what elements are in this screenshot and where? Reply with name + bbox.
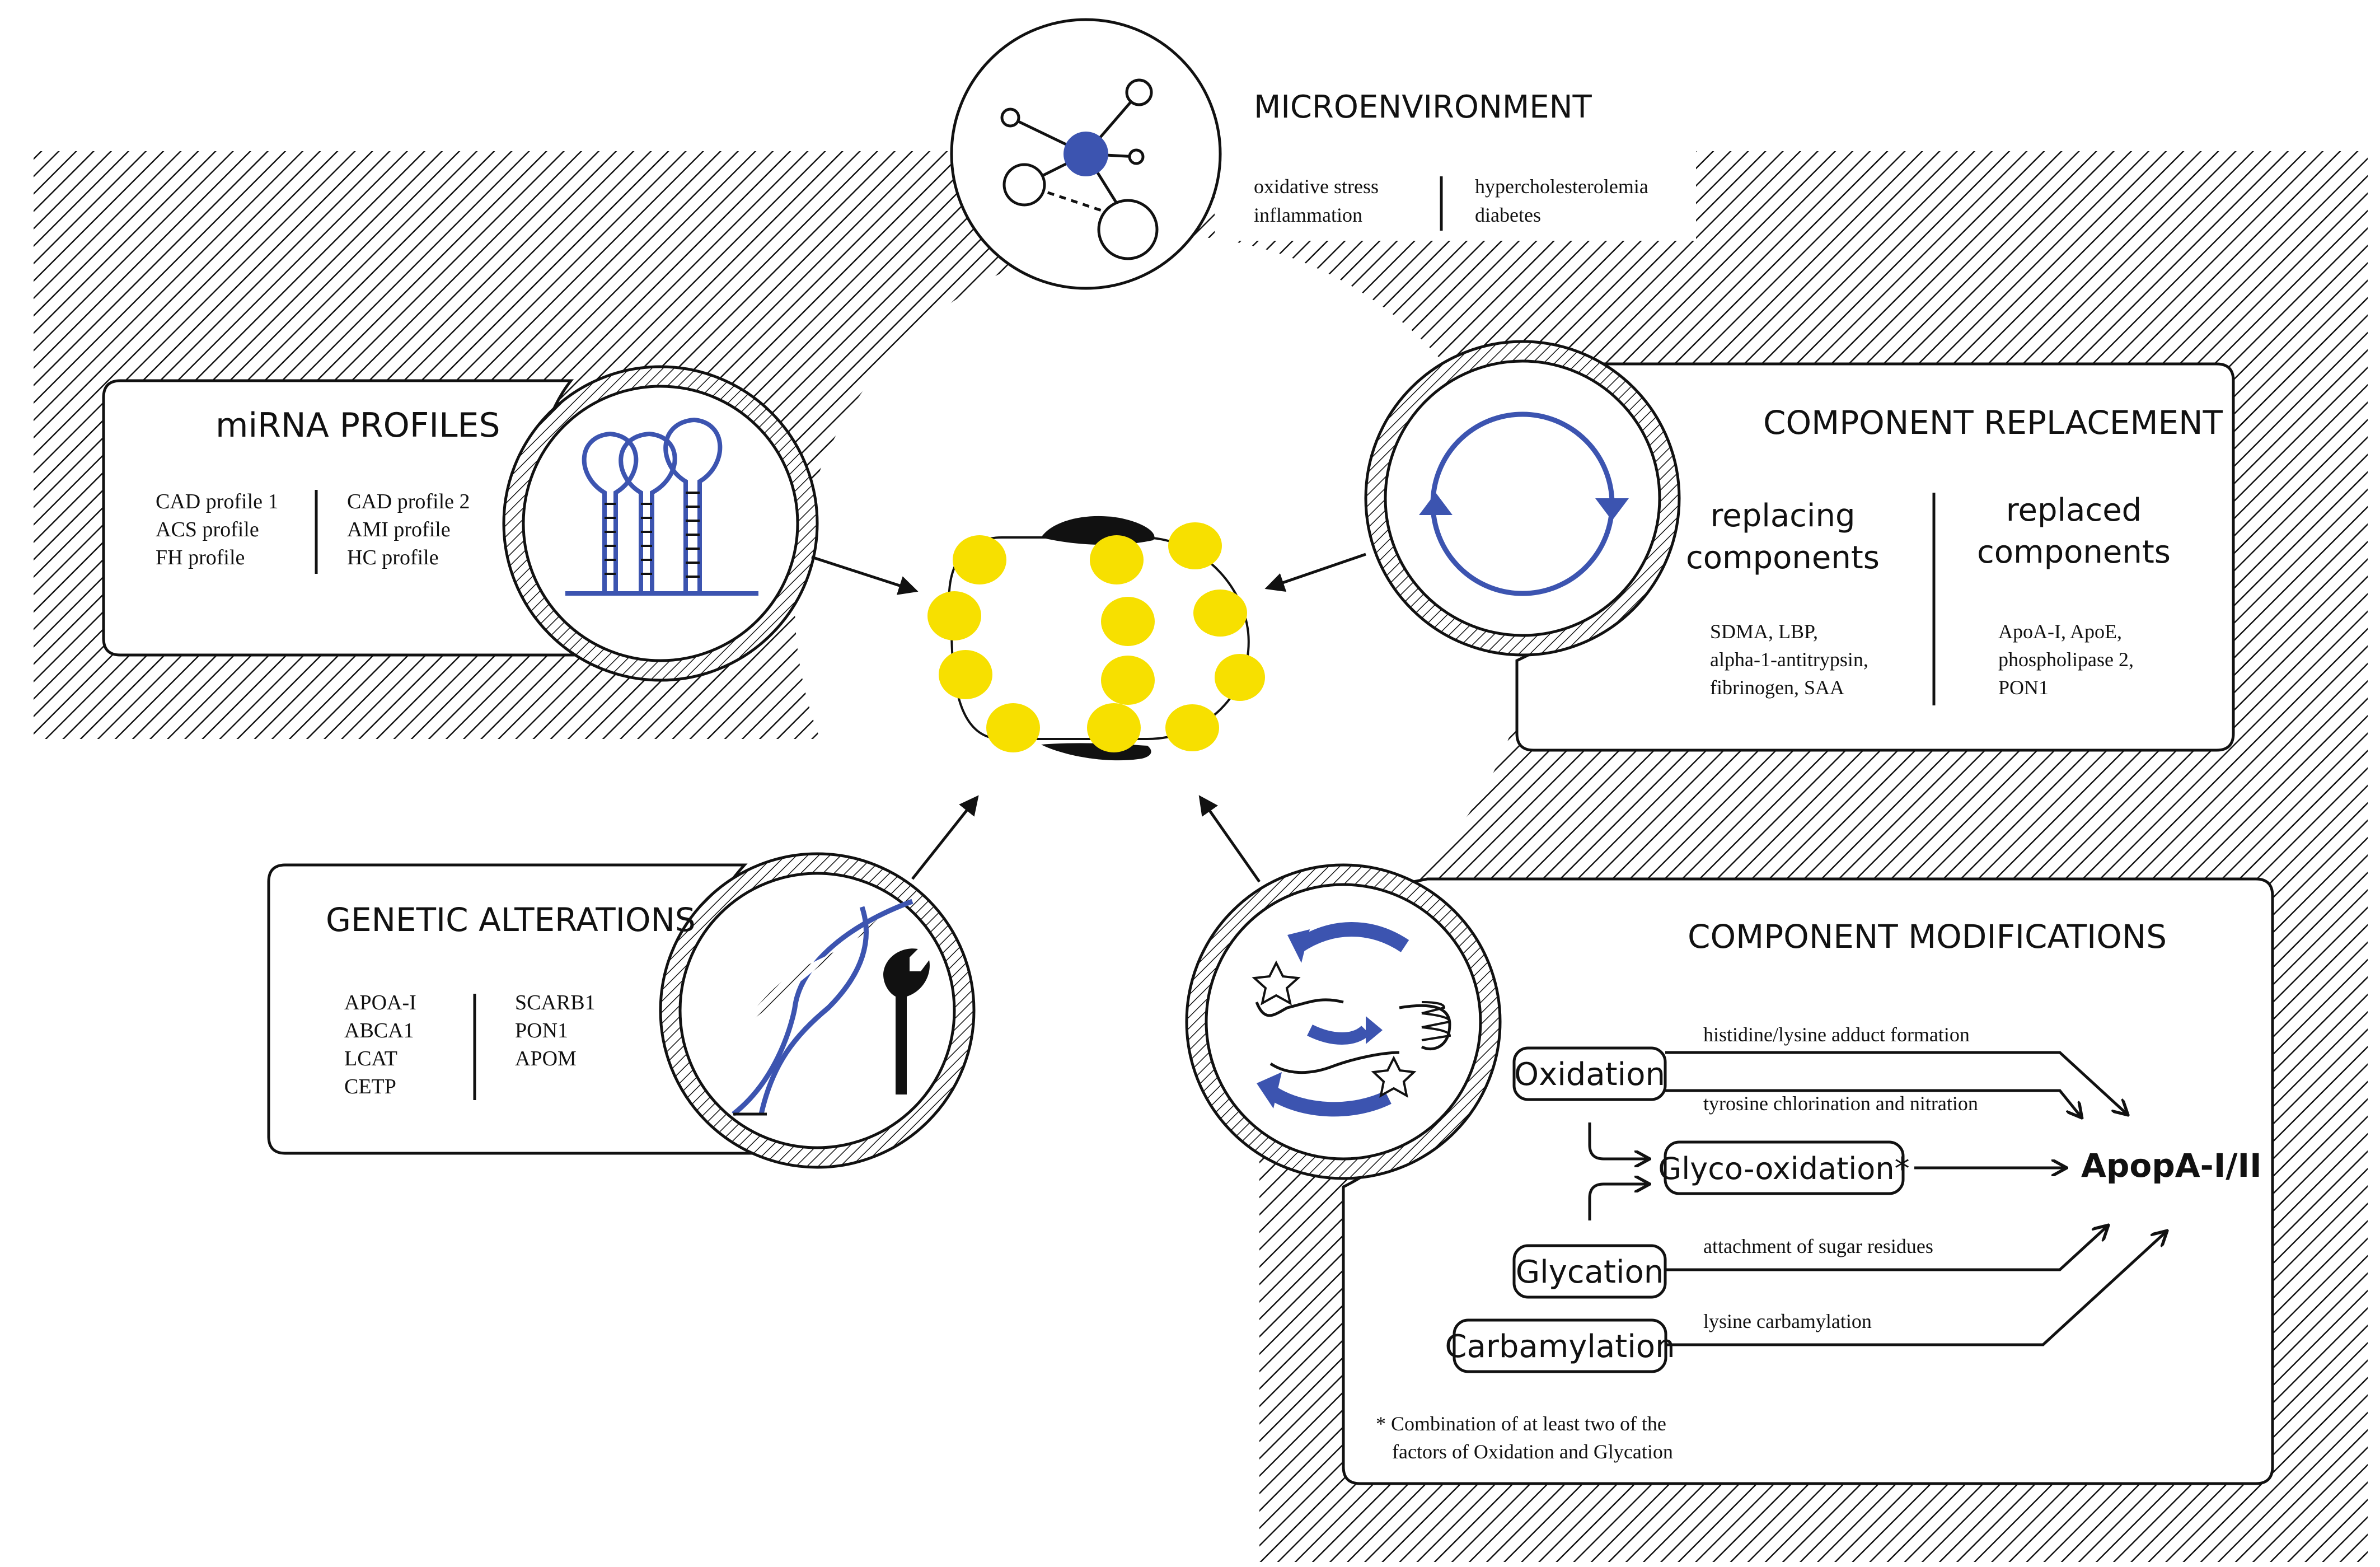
replaced-item-1: ApoA-I, ApoE, [1998,620,2122,643]
network-icon [1000,78,1159,260]
path-sugar: attachment of sugar residues [1703,1235,1933,1257]
genetic-col2-3: APOM [515,1047,577,1070]
modifications-panel: COMPONENT MODIFICATIONS Oxidation Glyco-… [1185,863,2274,1485]
replaced-item-2: phospholipase 2, [1998,648,2134,671]
micro-col1-2: inflammation [1254,204,1362,226]
oxidation-box [1512,1046,1667,1101]
replaced-item-3: PON1 [1998,676,2049,699]
genetic-col1-4: CETP [344,1075,396,1098]
genetic-title: GENETIC ALTERATIONS [326,901,696,939]
footnote-line-1: * Combination of at least two of the [1376,1412,1666,1435]
hairpin-stem-lines [605,492,700,578]
footnote-line-2: factors of Oxidation and Glycation [1392,1440,1673,1463]
mirna-col1-2: ACS profile [156,518,259,541]
genetic-col1-1: APOA-I [344,991,416,1014]
mirna-col2-2: AMI profile [347,518,451,541]
microenvironment-title: MICROENVIRONMENT [1254,89,1592,125]
hdl-particle [927,516,1265,761]
micro-col2-2: diabetes [1475,204,1541,226]
replacing-heading-1: replacing [1710,498,1855,534]
genetic-col1-3: LCAT [344,1047,397,1070]
modification-arrows [1588,1051,2166,1346]
glycation-box [1512,1244,1667,1299]
replaced-heading-1: replaced [2006,492,2142,528]
microenvironment-panel: MICROENVIRONMENT oxidative stress inflam… [950,18,1696,290]
modification-cycle-icon [1252,922,1451,1117]
replacing-item-1: SDMA, LBP, [1710,620,1818,643]
path-lysine: lysine carbamylation [1703,1310,1872,1332]
modifications-title: COMPONENT MODIFICATIONS [1688,918,2167,956]
mirna-col1-1: CAD profile 1 [156,490,279,513]
glyco-oxidation-label: Glyco-oxidation* [1658,1151,1909,1186]
oxidation-label: Oxidation [1514,1056,1665,1093]
mirna-col2-1: CAD profile 2 [347,490,470,513]
micro-col1-1: oxidative stress [1254,175,1379,198]
target-label: ApopA-I/II [2081,1147,2262,1185]
path-histidine: histidine/lysine adduct formation [1703,1023,1970,1046]
recycle-circle-icon [1419,411,1629,596]
replacing-item-2: alpha-1-antitrypsin, [1710,648,1868,671]
dna-wrench-icon [732,899,930,1116]
path-tyrosine: tyrosine chlorination and nitration [1703,1092,1978,1115]
center-arrows [811,553,1366,883]
replacement-title: COMPONENT REPLACEMENT [1763,404,2223,442]
mirna-col1-3: FH profile [156,546,245,569]
replacing-item-3: fibrinogen, SAA [1710,676,1844,699]
mirna-hairpin-icon [565,417,758,596]
replacement-panel: COMPONENT REPLACEMENT replacing componen… [1364,340,2235,752]
mirna-panel: miRNA PROFILES CAD profile 1 ACS profile… [102,365,819,682]
genetic-panel: GENETIC ALTERATIONS APOA-I ABCA1 LCAT CE… [267,852,976,1169]
genetic-col1-2: ABCA1 [344,1019,414,1042]
replaced-heading-2: components [1977,534,2171,570]
glyco-oxidation-box [1664,1140,1905,1195]
mirna-col2-3: HC profile [347,546,439,569]
glycation-label: Glycation [1516,1254,1664,1290]
lipid-dots [927,522,1265,752]
carbamylation-label: Carbamylation [1445,1329,1675,1365]
genetic-col2-1: SCARB1 [515,991,596,1014]
genetic-col2-2: PON1 [515,1019,568,1042]
mirna-title: miRNA PROFILES [215,406,500,445]
replacing-heading-2: components [1686,540,1880,576]
micro-col2-1: hypercholesterolemia [1475,175,1648,198]
